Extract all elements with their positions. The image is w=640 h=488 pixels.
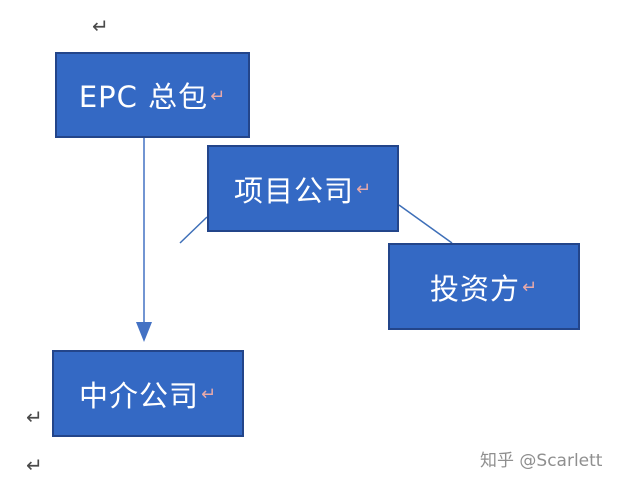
node-agency-label: 中介公司: [78, 378, 199, 413]
connector-project-left: [179, 216, 208, 244]
arrowhead-agency: [136, 322, 152, 342]
node-epc-label: EPC 总包: [78, 80, 209, 114]
node-investor: 投资方 ↵: [388, 243, 580, 330]
node-project-company: 项目公司 ↵: [207, 145, 399, 232]
paragraph-mark: ↵: [210, 85, 227, 107]
paragraph-mark: ↵: [355, 179, 373, 200]
paragraph-mark: ↵: [521, 277, 539, 298]
node-project-company-label: 项目公司: [233, 173, 354, 208]
connector-project-to-investor: [398, 204, 453, 244]
node-epc: EPC 总包 ↵: [55, 52, 250, 138]
paragraph-mark: ↵: [200, 384, 218, 405]
paragraph-mark: ↵: [26, 453, 43, 477]
node-agency: 中介公司 ↵: [52, 350, 244, 437]
paragraph-mark: ↵: [92, 14, 109, 38]
node-investor-label: 投资方: [429, 271, 520, 306]
paragraph-mark: ↵: [26, 405, 43, 429]
watermark: 知乎 @Scarlett: [480, 451, 603, 471]
